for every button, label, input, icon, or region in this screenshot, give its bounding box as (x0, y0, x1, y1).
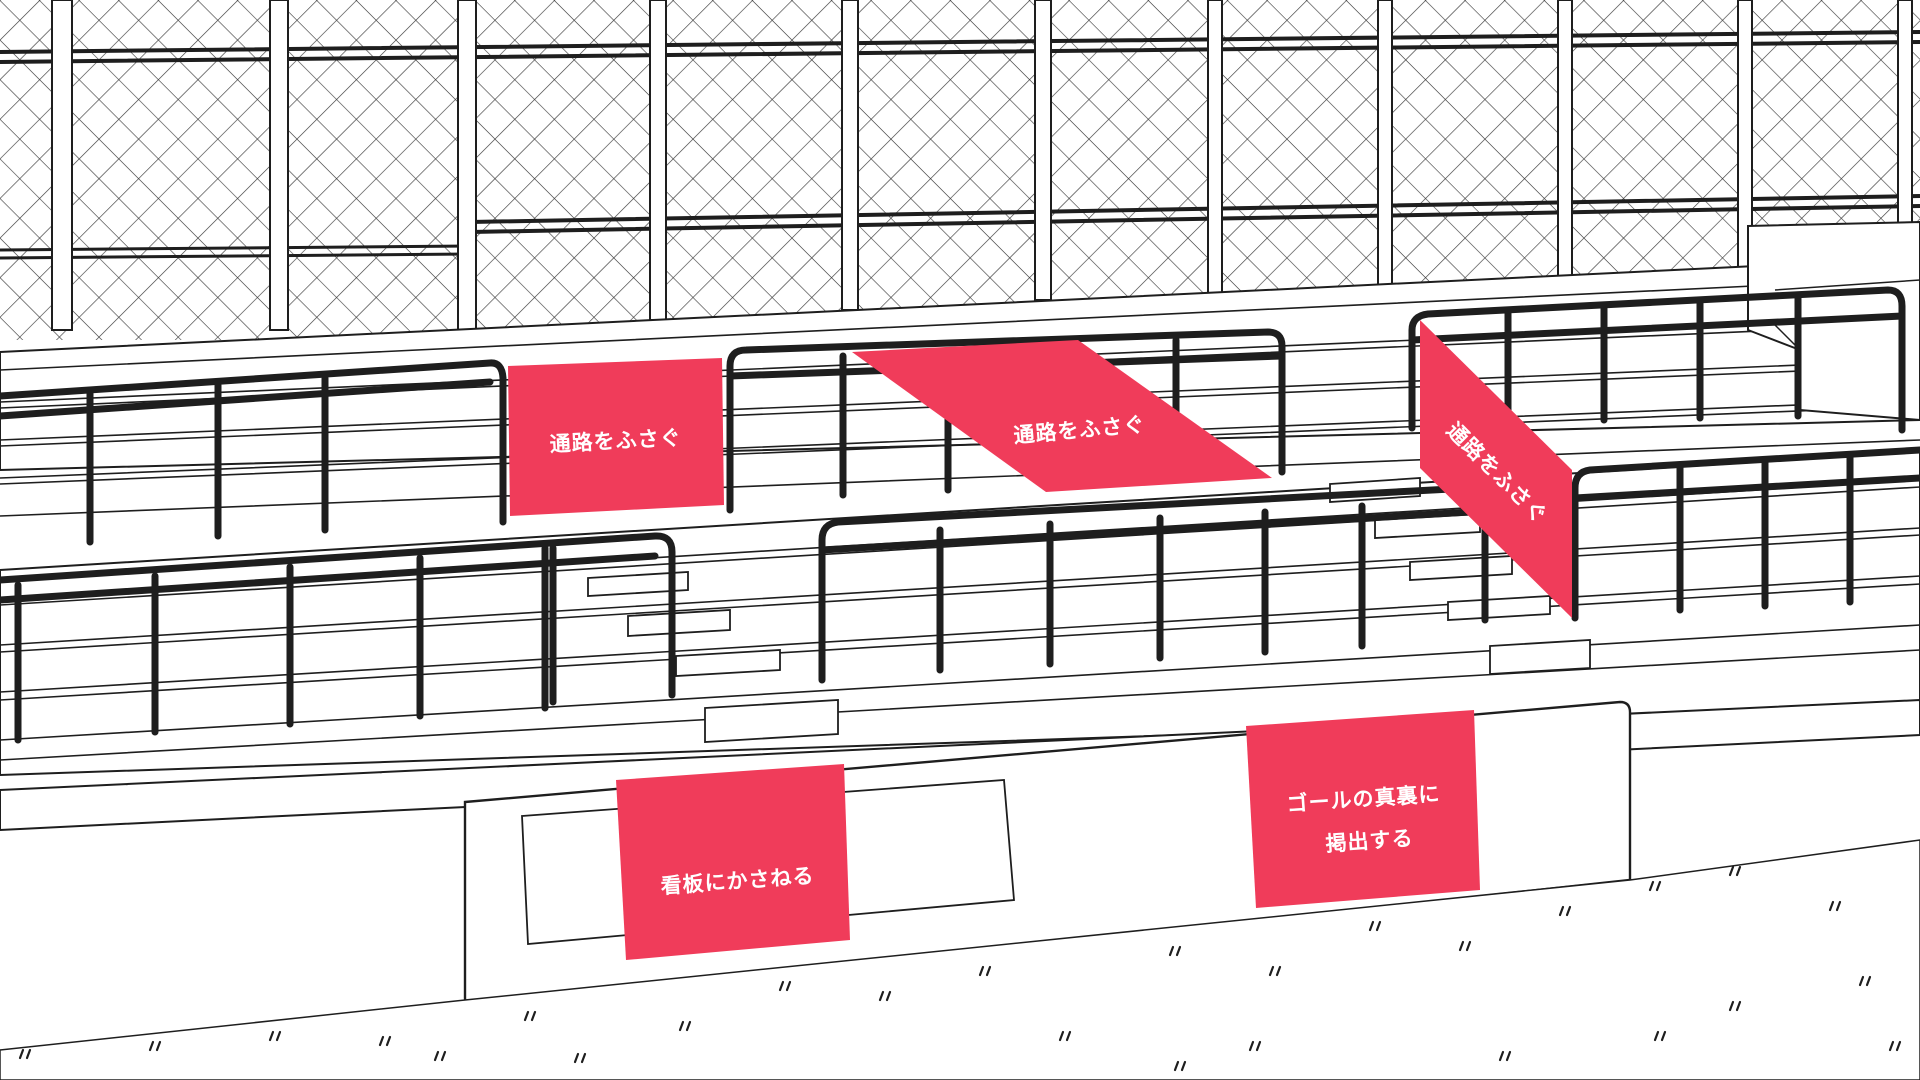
banner-shape (508, 358, 724, 516)
banner-behind-goal[interactable]: ゴールの真裏に 掲出する (1246, 710, 1480, 908)
banner-shape (1420, 320, 1572, 618)
banner-overlap-signboard[interactable]: 看板にかさねる (616, 764, 850, 960)
banner-block-aisle-center[interactable]: 通路をふさぐ (852, 340, 1272, 492)
banner-block-aisle-left[interactable]: 通路をふさぐ (508, 358, 724, 516)
banner-shape (616, 764, 850, 960)
grass-field (0, 839, 1920, 1080)
back-fence (0, 0, 1920, 340)
upper-railings (0, 286, 1906, 546)
fence-posts (51, 0, 1913, 331)
banner-shape (852, 340, 1272, 492)
banner-shape (1246, 710, 1480, 908)
